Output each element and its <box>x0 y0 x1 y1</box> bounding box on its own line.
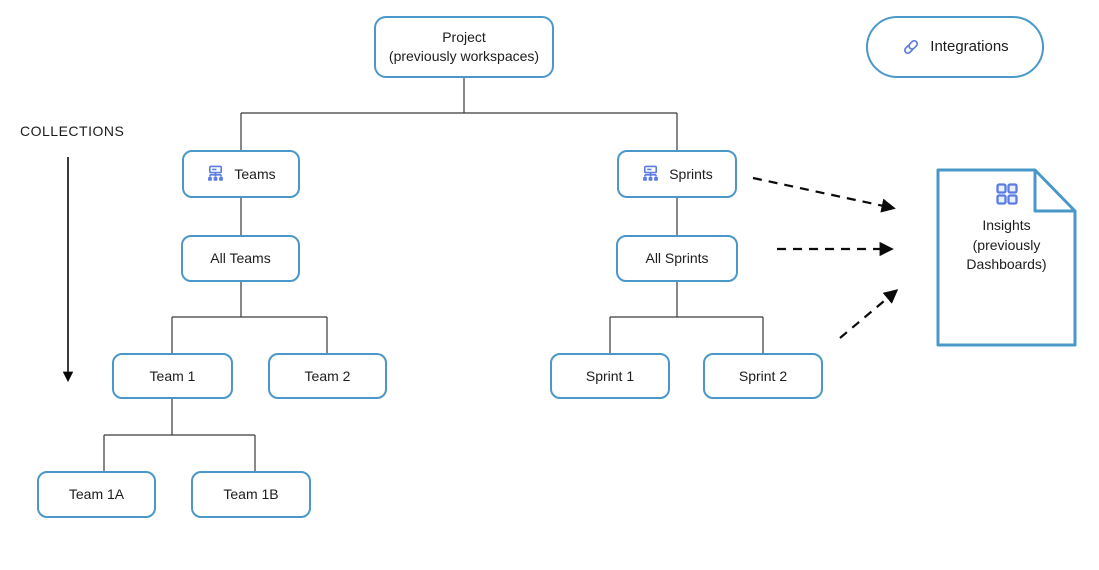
node-team-1b: Team 1B <box>191 471 311 518</box>
sitemap-icon <box>206 165 225 184</box>
arrow-sprints-to-insights <box>752 176 896 213</box>
sprint-2-label: Sprint 2 <box>738 367 788 384</box>
project-title: Project <box>442 29 486 46</box>
project-subtitle: (previously workspaces) <box>388 48 540 64</box>
node-sprint-1: Sprint 1 <box>550 353 670 399</box>
team-1a-label: Team 1A <box>68 486 125 503</box>
sitemap-icon <box>641 165 660 184</box>
team-1-label: Team 1 <box>149 367 196 384</box>
insights-title: Insights <box>982 217 1031 233</box>
link-icon <box>901 37 921 57</box>
node-teams: Teams <box>182 150 300 198</box>
team-1b-label: Team 1B <box>223 486 279 503</box>
sprint-1-label: Sprint 1 <box>585 367 635 384</box>
node-team-2: Team 2 <box>268 353 387 399</box>
node-team-1: Team 1 <box>112 353 233 399</box>
node-project: Project (previously workspaces) <box>374 16 554 78</box>
node-sprints: Sprints <box>617 150 737 198</box>
collections-label: COLLECTIONS <box>20 123 125 139</box>
sprints-label: Sprints <box>669 165 713 182</box>
tree-connectors <box>103 78 764 471</box>
node-insights: Insights (previously Dashboards) <box>938 182 1075 275</box>
teams-label: Teams <box>234 165 276 182</box>
node-all-teams: All Teams <box>181 235 300 282</box>
node-sprint-2: Sprint 2 <box>703 353 823 399</box>
arrow-sprint-items-to-insights <box>839 289 899 339</box>
insights-dashed-arrows <box>752 176 899 339</box>
node-all-sprints: All Sprints <box>616 235 738 282</box>
team-2-label: Team 2 <box>304 367 351 384</box>
insights-subtitle-1: (previously <box>972 236 1041 253</box>
grid-icon <box>995 182 1019 206</box>
insights-document-shape <box>936 168 1077 347</box>
all-sprints-label: All Sprints <box>645 250 709 267</box>
node-integrations: Integrations <box>866 16 1044 78</box>
node-team-1a: Team 1A <box>37 471 156 518</box>
all-teams-label: All Teams <box>210 250 271 267</box>
insights-subtitle-2: Dashboards) <box>966 256 1047 273</box>
integrations-label: Integrations <box>930 37 1009 55</box>
folded-corner <box>1033 170 1075 213</box>
